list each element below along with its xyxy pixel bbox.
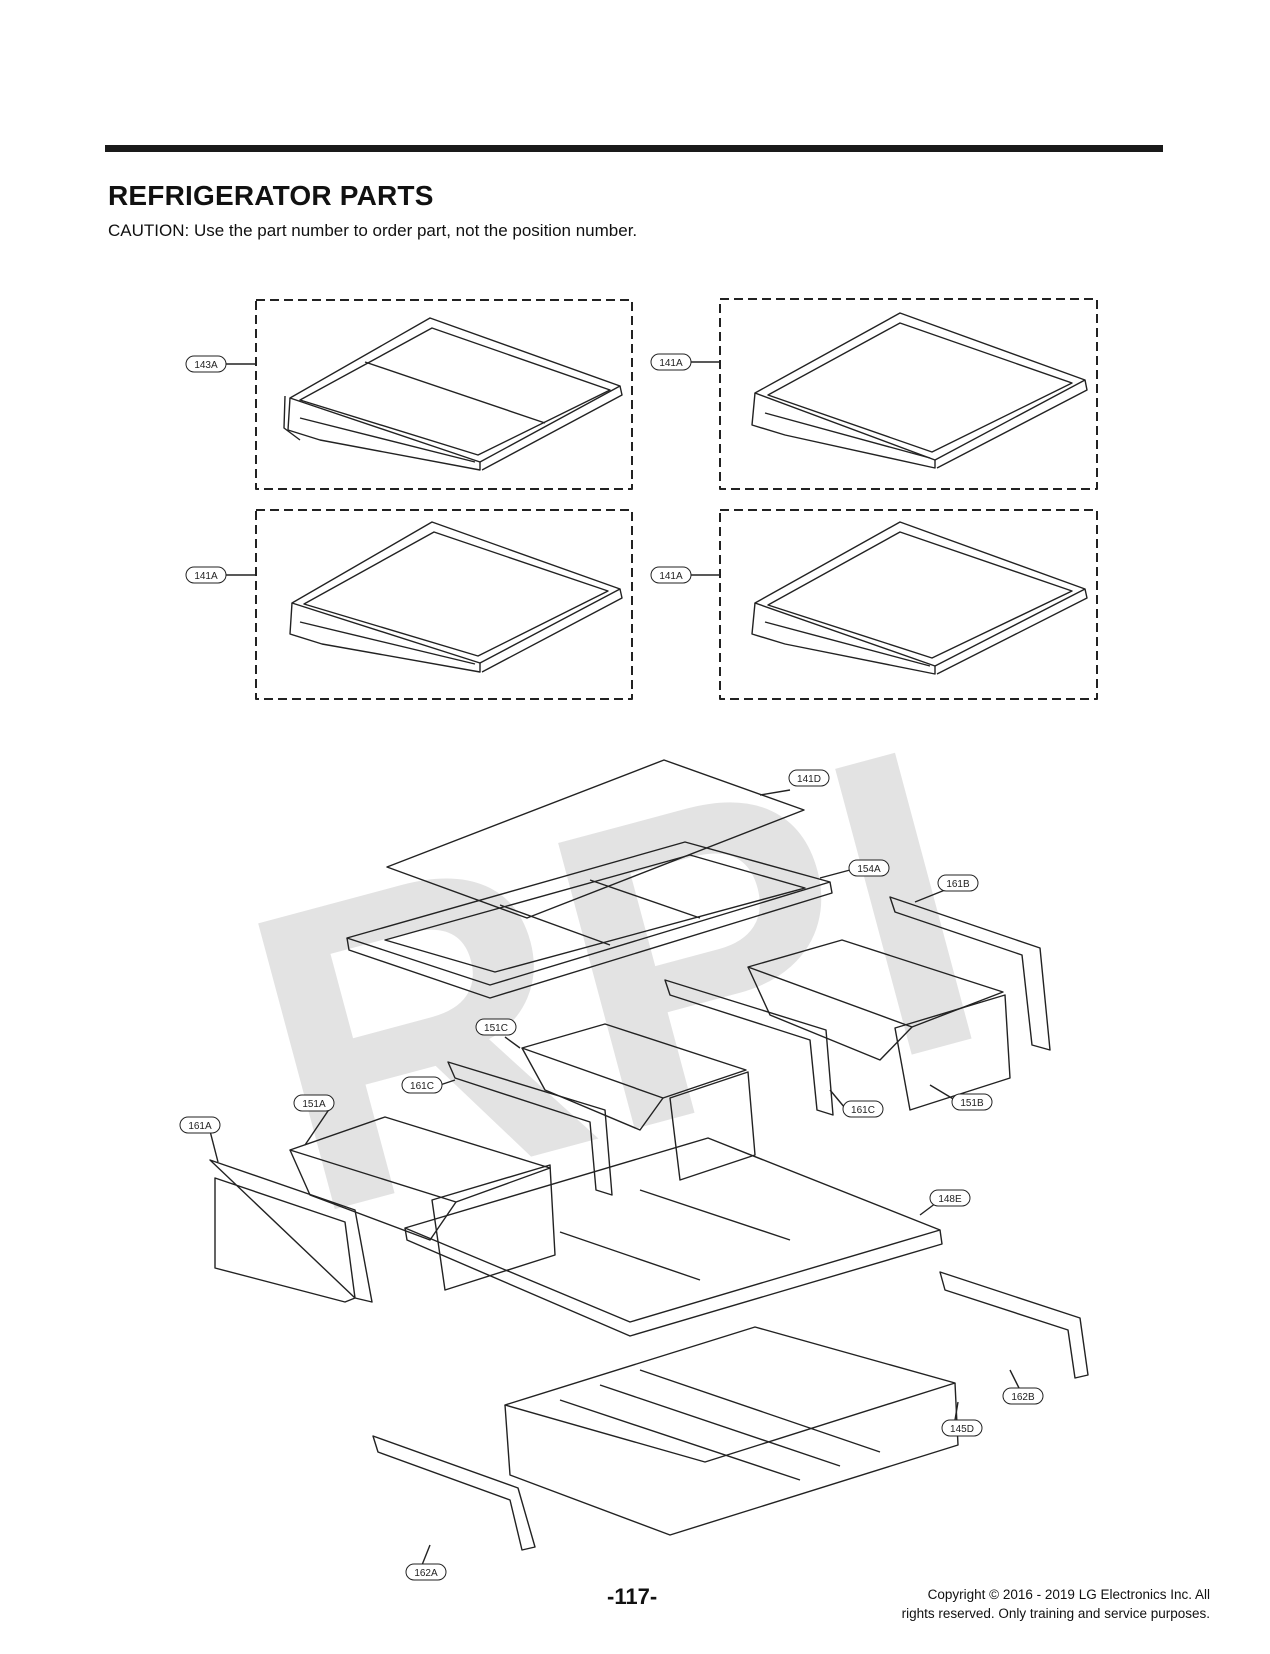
callout-bubble-141A-3: [650, 566, 692, 584]
copyright-line-2: rights reserved. Only training and servi…: [901, 1606, 1210, 1621]
header-rule: [105, 145, 1163, 152]
callout-bubble-161C-1: [401, 1076, 443, 1094]
callout-bubble-141D: [788, 769, 830, 787]
callout-bubble-161A: [179, 1116, 221, 1134]
callout-bubble-141A-1: [650, 353, 692, 371]
callout-bubble-161C-2: [842, 1100, 884, 1118]
callout-bubble-154A: [848, 859, 890, 877]
callout-bubble-161B: [937, 874, 979, 892]
callout-bubble-145D: [941, 1419, 983, 1437]
rail-162A: [372, 1435, 536, 1551]
callout-bubble-151C: [475, 1018, 517, 1036]
shelf-box-141A-bottom-right: [719, 509, 1098, 700]
drawer-151C: [521, 1023, 756, 1181]
crisper-cover-154A: [346, 841, 833, 999]
callout-161C-2: 161C: [851, 1105, 875, 1116]
rail-162B: [939, 1271, 1089, 1379]
watermark: RPI: [207, 656, 1024, 1305]
callout-154A: 154A: [857, 864, 881, 875]
callout-141A-2: 141A: [194, 571, 218, 582]
callout-161B: 161B: [946, 879, 970, 890]
shelf-box-141A-top-right: [719, 298, 1098, 490]
copyright-line-1: Copyright © 2016 - 2019 LG Electronics I…: [927, 1587, 1210, 1602]
panel-161C-left: [447, 1061, 613, 1196]
panel-161B: [889, 896, 1051, 1051]
callout-161A: 161A: [188, 1121, 212, 1132]
callout-bubble-162B: [1002, 1387, 1044, 1405]
callout-151B: 151B: [960, 1098, 984, 1109]
shelf-143A-drawing: [283, 317, 623, 471]
callout-bubble-148E: [929, 1189, 971, 1207]
tray-148E: [404, 1137, 943, 1337]
drawer-145D: [504, 1326, 959, 1536]
callout-bubble-151A: [293, 1094, 335, 1112]
glass-sheet-141D: [386, 759, 805, 919]
panel-161C-right: [664, 979, 834, 1116]
shelf-141A-drawing-2: [289, 521, 623, 673]
callout-162A: 162A: [414, 1568, 438, 1579]
callout-bubble-162A: [405, 1563, 447, 1581]
shelf-box-143A: [255, 299, 633, 490]
shelf-box-141A-bottom-left: [255, 509, 633, 700]
callout-bubble-143A: [185, 355, 227, 373]
callout-bubble-151B: [951, 1093, 993, 1111]
callout-145D: 145D: [950, 1424, 974, 1435]
callout-141A-1: 141A: [659, 358, 683, 369]
callout-141D: 141D: [797, 774, 821, 785]
callout-161C-1: 161C: [410, 1081, 434, 1092]
page-number: -117-: [607, 1584, 658, 1609]
callout-143A: 143A: [194, 360, 218, 371]
callout-151A: 151A: [302, 1099, 326, 1110]
callout-bubble-141A-2: [185, 566, 227, 584]
drawer-151A: [289, 1116, 556, 1291]
caution-note: CAUTION: Use the part number to order pa…: [108, 221, 638, 240]
panel-161A: [209, 1159, 373, 1303]
drawer-151B: [747, 939, 1011, 1111]
copyright-notice: Copyright © 2016 - 2019 LG Electronics I…: [790, 1585, 1210, 1623]
callout-148E: 148E: [938, 1194, 962, 1205]
page-title: REFRIGERATOR PARTS: [108, 180, 434, 211]
callout-141A-3: 141A: [659, 571, 683, 582]
shelf-141A-drawing-1: [751, 312, 1088, 469]
shelf-141A-drawing-3: [751, 521, 1088, 675]
callout-162B: 162B: [1011, 1392, 1035, 1403]
callout-151C: 151C: [484, 1023, 508, 1034]
